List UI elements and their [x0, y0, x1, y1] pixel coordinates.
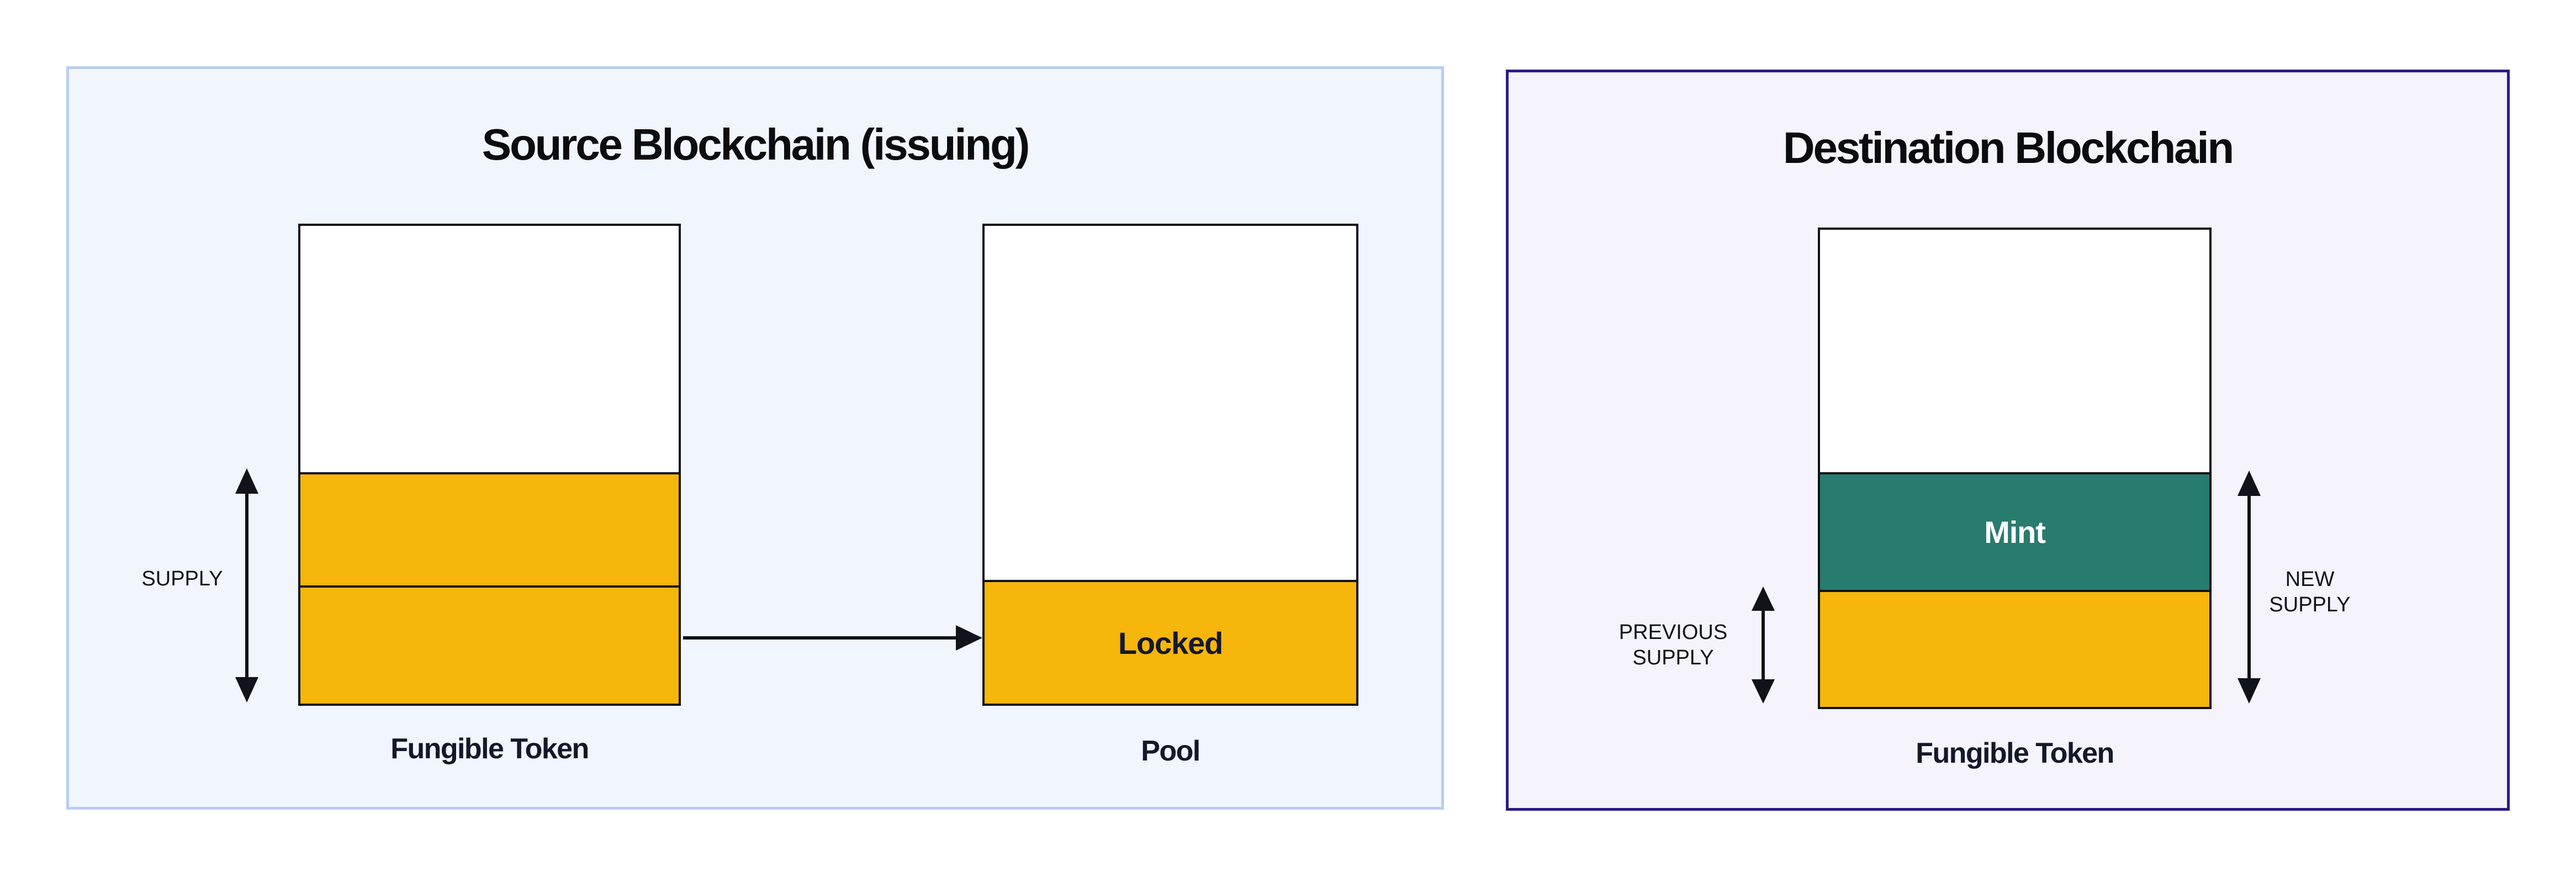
destination-panel-title: Destination Blockchain	[1782, 123, 2234, 172]
supply-label: SUPPLY	[141, 567, 223, 590]
pool-caption: Pool	[1141, 735, 1200, 767]
source-fungible-token-box	[298, 224, 681, 706]
pool-box: Locked	[982, 224, 1358, 706]
pool-locked-segment: Locked	[985, 580, 1356, 704]
pool-empty-segment	[985, 226, 1356, 580]
lock-transfer-arrow	[683, 616, 982, 660]
previous-supply-label-line1: PREVIOUS	[1618, 621, 1728, 644]
previous-supply-label-line2: SUPPLY	[1632, 646, 1714, 669]
new-supply-range-arrow	[2233, 471, 2266, 704]
source-fungible-unissued-segment	[300, 226, 679, 472]
mint-segment: Mint	[1820, 472, 2209, 590]
new-supply-label-line2: SUPPLY	[2269, 593, 2351, 616]
destination-fungible-token-box: Mint	[1818, 228, 2212, 709]
destination-fungible-token-caption: Fungible Token	[1916, 737, 2114, 769]
previous-supply-range-arrow	[1747, 587, 1780, 704]
locked-label: Locked	[1118, 625, 1223, 661]
new-supply-label-line1: NEW	[2285, 568, 2335, 591]
source-panel-title: Source Blockchain (issuing)	[482, 120, 1030, 169]
source-fungible-supply-upper-segment	[300, 472, 679, 585]
destination-fungible-unissued-segment	[1820, 230, 2209, 472]
destination-previous-supply-segment	[1820, 590, 2209, 707]
source-fungible-token-caption: Fungible Token	[390, 733, 589, 765]
previous-supply-label: PREVIOUS SUPPLY	[1574, 620, 1773, 670]
mint-label: Mint	[1984, 515, 2046, 550]
supply-range-arrow	[230, 468, 263, 702]
new-supply-label: NEW SUPPLY	[2224, 567, 2395, 617]
source-fungible-supply-lower-segment	[300, 585, 679, 704]
